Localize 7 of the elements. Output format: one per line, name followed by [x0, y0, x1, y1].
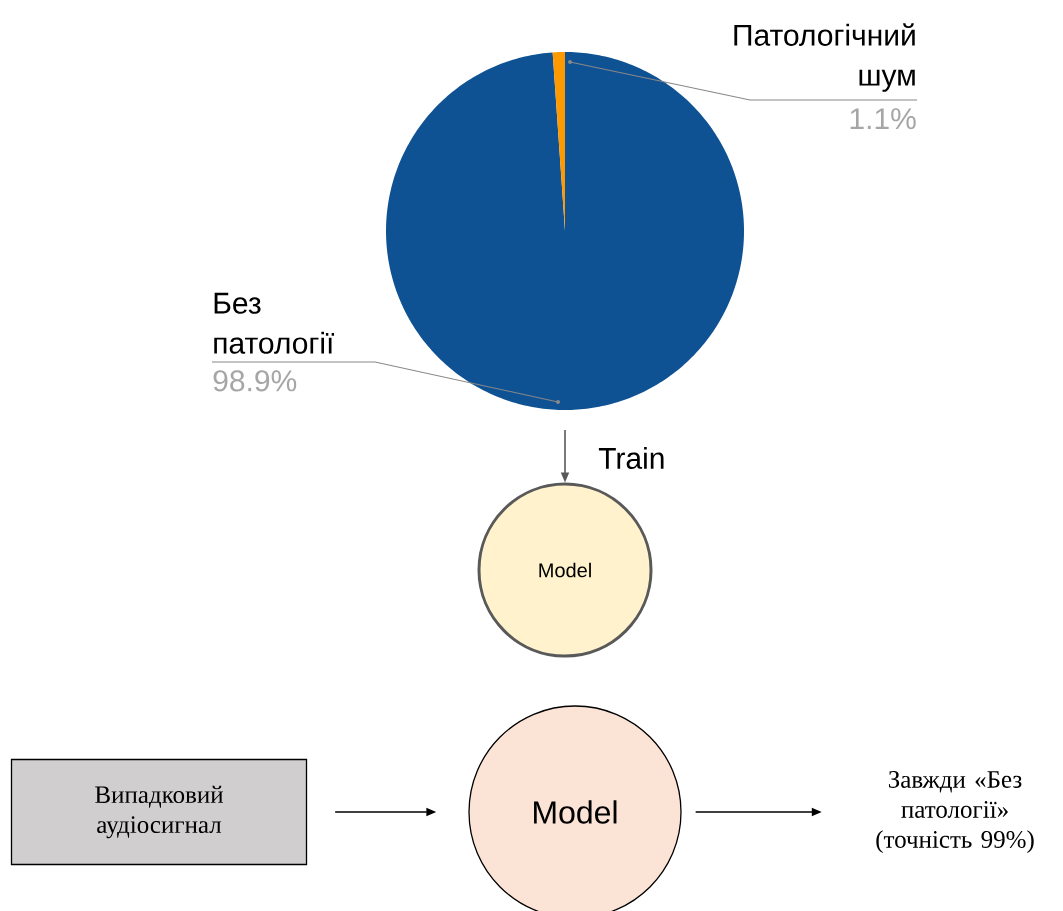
value-label: 1.1% — [850, 108, 916, 130]
category-label: Без патології — [214, 292, 335, 354]
value-label: 98.9% — [213, 370, 297, 392]
category-label: Патологічний шум — [734, 23, 915, 92]
edge-label: Train — [598, 447, 664, 470]
input-box: Випадковий аудіосигнал — [10, 758, 308, 866]
output-text: Завжди «Без патології» (точність 99%) — [876, 771, 1034, 853]
